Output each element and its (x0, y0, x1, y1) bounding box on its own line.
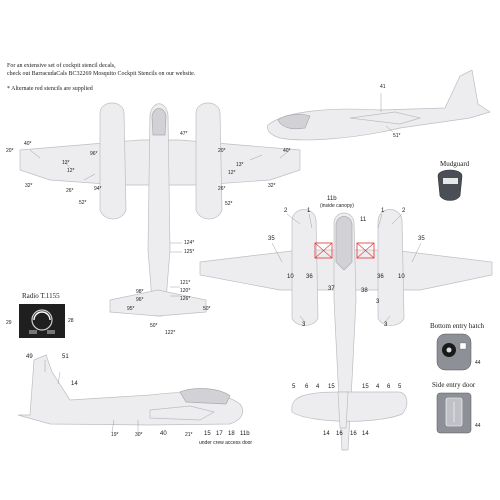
label-40-left: 40* (24, 141, 32, 147)
label-12-right: 12* (228, 170, 236, 176)
label-28: 28 (68, 318, 74, 324)
label-51: 51* (393, 133, 401, 139)
label-98: 98* (136, 289, 144, 295)
label-1-right: 1 (381, 208, 385, 214)
label-3-left: 3 (302, 322, 306, 328)
label-35-right: 35 (418, 236, 425, 242)
plan-view-underside (199, 209, 493, 451)
label-120: 120* (180, 288, 191, 294)
label-14-left: 14 (323, 431, 330, 437)
bottom-hatch-inset (436, 333, 472, 371)
label-124: 124* (184, 240, 195, 246)
label-126: 126* (180, 296, 191, 302)
label-121: 121* (180, 280, 191, 286)
label-51-side: 51 (62, 354, 69, 360)
intro-note-line2: check out BarracudaCals BC32269 Mosquito… (7, 71, 196, 77)
label-41: 41 (380, 84, 386, 90)
label-6-right: 6 (387, 384, 391, 390)
label-4-left: 4 (316, 384, 320, 390)
label-37: 37 (328, 286, 335, 292)
label-15-left: 15 (328, 384, 335, 390)
label-13-left: 13* (62, 160, 70, 166)
label-10-left: 10 (287, 274, 294, 280)
label-50-tail: 50* (150, 323, 158, 329)
bottom-hatch-title: Bottom entry hatch (430, 322, 485, 330)
label-13-right: 13* (236, 162, 244, 168)
label-38: 38 (361, 288, 368, 294)
label-40-side: 40 (160, 431, 167, 437)
label-125: 125* (184, 249, 195, 255)
label-50-right: 50* (203, 306, 211, 312)
label-5-right: 5 (398, 384, 402, 390)
side-profile-top-right (267, 69, 491, 141)
label-40-right: 40* (283, 148, 291, 154)
intro-note-line1: For an extensive set of cockpit stencil … (7, 63, 116, 69)
label-15-right: 15 (362, 384, 369, 390)
label-3-right: 3 (384, 322, 388, 328)
label-26-right: 26* (218, 186, 226, 192)
label-18: 18 (228, 431, 235, 437)
label-4-right: 4 (376, 384, 380, 390)
label-2-right: 2 (402, 208, 406, 214)
side-profile-bottom-left (17, 354, 244, 433)
mudguard-inset (437, 169, 463, 201)
label-11b-side: 11b (240, 431, 250, 437)
label-32-left: 32* (25, 183, 33, 189)
label-21: 21* (185, 432, 193, 438)
label-49: 49 (26, 354, 33, 360)
label-122: 122* (165, 330, 176, 336)
label-6-left: 6 (305, 384, 309, 390)
label-14-side: 14 (71, 381, 78, 387)
alternate-stencils-note: * Alternate red stencils are supplied (7, 86, 93, 92)
label-11b: 11b (327, 196, 337, 202)
side-door-title: Side entry door (432, 381, 476, 389)
label-hatch-44: 44 (475, 360, 481, 366)
label-20-left: 20* (6, 148, 14, 154)
label-36-left: 36 (306, 274, 313, 280)
radio-title: Radio T.1155 (22, 292, 60, 300)
label-29: 29 (6, 320, 12, 326)
label-32-right: 32* (268, 183, 276, 189)
label-30: 30* (135, 432, 143, 438)
radio-inset (19, 304, 65, 338)
mudguard-title: Mudguard (440, 160, 470, 168)
label-52-left: 52* (79, 200, 87, 206)
side-door-inset (436, 392, 472, 434)
label-20-right: 20* (218, 148, 226, 154)
label-17: 17 (216, 431, 223, 437)
label-15-side: 15 (204, 431, 211, 437)
label-2-left: 2 (284, 208, 288, 214)
label-5-left: 5 (292, 384, 296, 390)
label-3-center: 3 (376, 299, 380, 305)
label-16-left: 16 (336, 431, 343, 437)
label-26-left: 26* (66, 188, 74, 194)
label-16-right: 16 (350, 431, 357, 437)
tailplane-view (291, 391, 408, 429)
label-96-left: 96* (90, 151, 98, 157)
label-36-right: 36 (377, 274, 384, 280)
label-19: 19* (111, 432, 119, 438)
crew-door-caption: under crew access door (199, 440, 253, 446)
label-47: 47* (180, 131, 188, 137)
label-11: 11 (360, 217, 367, 223)
label-10-right: 10 (398, 274, 405, 280)
label-52-right: 52* (225, 201, 233, 207)
label-1-left: 1 (307, 208, 311, 214)
label-35-left: 35 (268, 236, 275, 242)
label-12-left: 12* (67, 168, 75, 174)
label-94: 94* (94, 186, 102, 192)
label-96-tail: 96* (136, 297, 144, 303)
label-14-right: 14 (362, 431, 369, 437)
label-95: 95* (127, 306, 135, 312)
label-door-44: 44 (475, 423, 481, 429)
plan-view-top (19, 102, 301, 317)
label-11b-sub: (inside canopy) (320, 203, 354, 209)
